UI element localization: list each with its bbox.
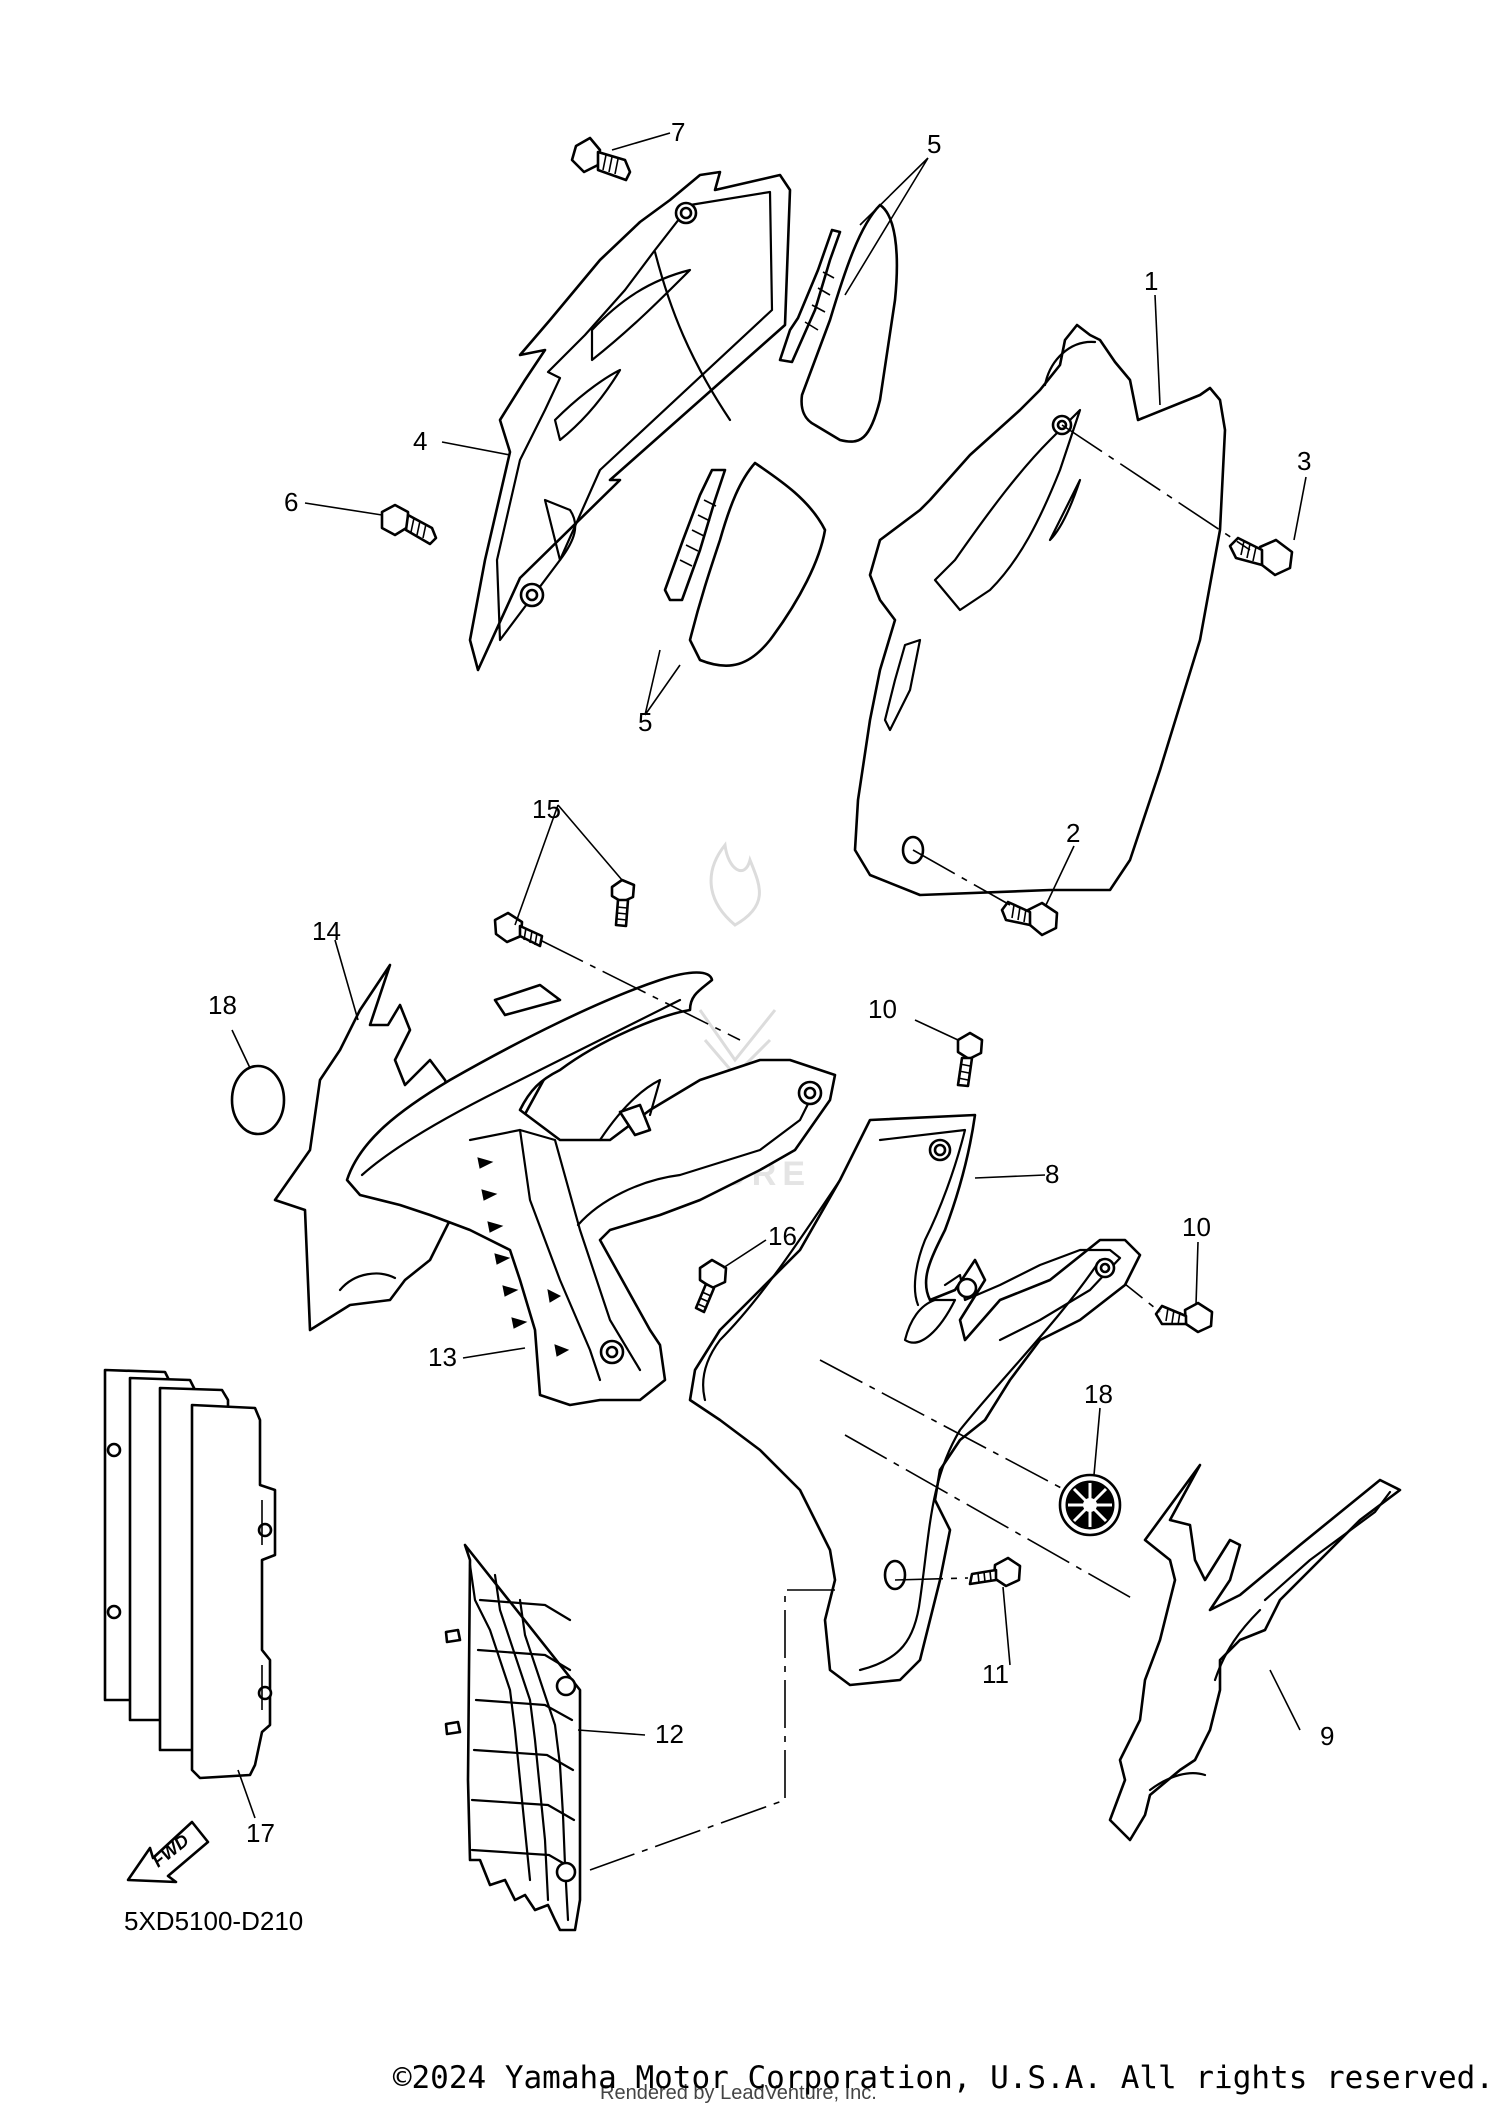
radiator-shroud-part-13 — [345, 971, 837, 1407]
rendered-by-text: Rendered by LeadVenture, Inc. — [600, 2082, 877, 2104]
callout-8: 8 — [1045, 1159, 1059, 1189]
callout-16: 16 — [768, 1221, 797, 1251]
radiator-guard-part-17 — [103, 1368, 277, 1780]
callout-4: 4 — [413, 426, 427, 456]
side-cover-outer-part-1 — [853, 323, 1227, 897]
graphic-decal-part-9 — [1108, 1463, 1402, 1842]
bolt-part-6 — [380, 503, 438, 546]
alignment-line — [589, 1589, 835, 1871]
callout-5-upper: 5 — [927, 129, 941, 159]
radiator-louver-part-12 — [444, 1543, 582, 1932]
callout-10-right: 10 — [1182, 1212, 1211, 1242]
bolt-part-16 — [694, 1258, 728, 1314]
bolt-part-11 — [968, 1556, 1022, 1588]
callout-18-right: 18 — [1084, 1379, 1113, 1409]
emblem-disc-part-18-right — [1058, 1473, 1122, 1537]
alignment-line — [844, 1434, 1136, 1601]
alignment-line — [912, 849, 1011, 906]
bolt-part-10-b — [1154, 1301, 1214, 1334]
radiator-shroud-part-8 — [688, 1113, 1142, 1687]
alignment-line — [1061, 424, 1251, 551]
callout-13: 13 — [428, 1342, 457, 1372]
callout-10-upper: 10 — [868, 994, 897, 1024]
bolt-part-15-b — [610, 878, 636, 928]
callout-9: 9 — [1320, 1721, 1334, 1751]
leader-lines — [231, 132, 1307, 1819]
alignment-line — [819, 1359, 1066, 1491]
watermark-logo — [698, 841, 777, 1078]
diagram-code: 5XD5100-D210 — [124, 1906, 304, 1936]
callout-5-lower: 5 — [638, 707, 652, 737]
callout-18-left: 18 — [208, 990, 237, 1020]
bolt-part-15-a — [493, 911, 544, 948]
alignment-line — [539, 939, 741, 1041]
forward-direction-arrow: FWD — [126, 1820, 210, 1884]
callout-14: 14 — [312, 916, 341, 946]
callout-3: 3 — [1297, 446, 1311, 476]
bolt-part-2 — [1000, 900, 1059, 937]
callout-17: 17 — [246, 1818, 275, 1848]
callout-6: 6 — [284, 487, 298, 517]
graphic-decal-lower-part-5 — [663, 461, 827, 667]
side-cover-inner-part-4 — [468, 170, 792, 672]
callout-1: 1 — [1144, 266, 1158, 296]
alignment-line — [894, 1577, 969, 1581]
emblem-disc-part-18-left — [230, 1064, 286, 1136]
bolt-part-7 — [570, 136, 632, 182]
callout-11: 11 — [982, 1659, 1009, 1689]
callout-15: 15 — [532, 794, 561, 824]
bolt-part-3 — [1228, 536, 1294, 577]
callout-12: 12 — [655, 1719, 684, 1749]
callout-2: 2 — [1066, 818, 1080, 848]
graphic-decal-upper-part-5 — [778, 203, 899, 443]
bolt-part-10-a — [956, 1031, 984, 1088]
callout-7: 7 — [671, 117, 685, 147]
copyright-notice: ©2024 Yamaha Motor Corporation, U.S.A. A… — [392, 2060, 1494, 2096]
callout-labels: 1 2 3 4 5 5 6 7 8 9 10 10 11 12 13 14 15… — [208, 117, 1334, 1848]
